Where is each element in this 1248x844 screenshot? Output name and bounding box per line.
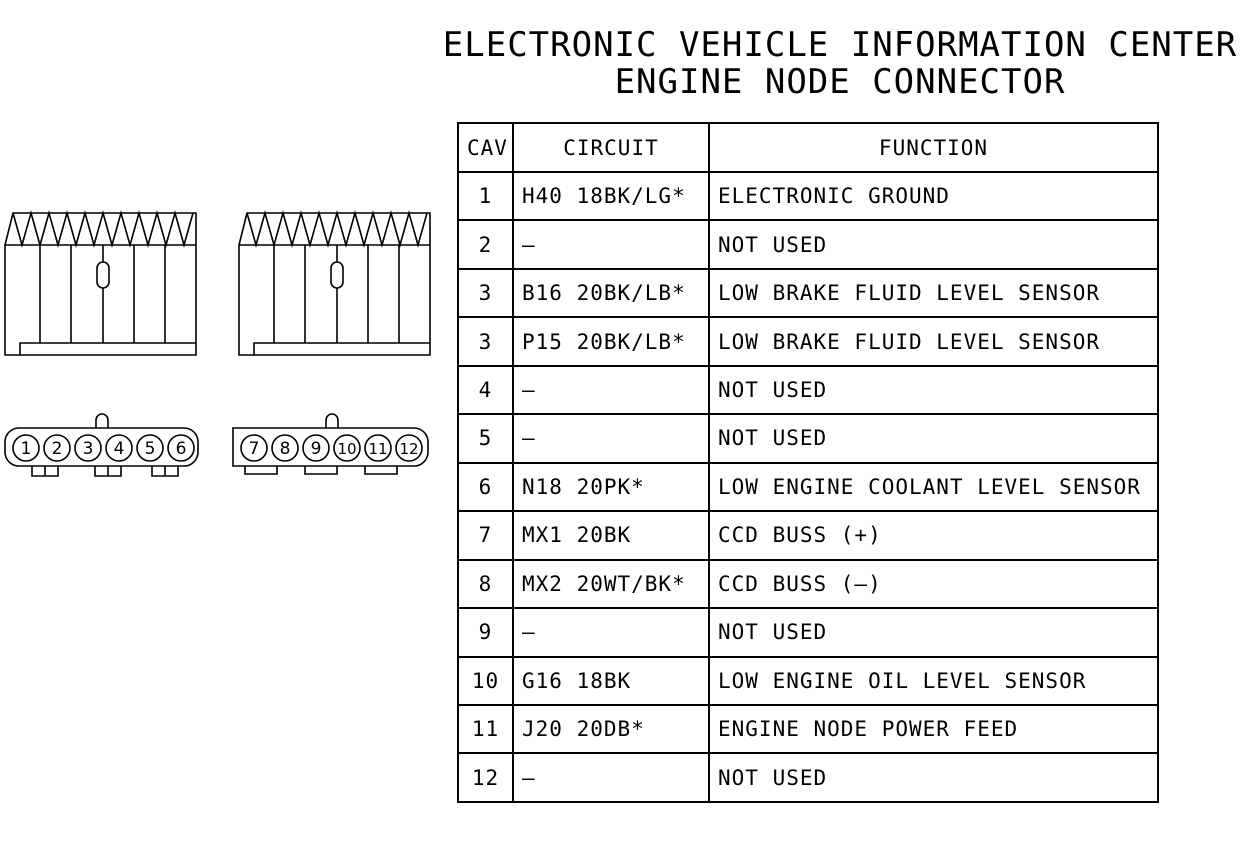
right-connector-side-view: [238, 210, 431, 356]
table-row: 3 P15 20BK/LB* LOW BRAKE FLUID LEVEL SEN…: [457, 316, 1159, 367]
cavity-number: 3: [457, 316, 514, 367]
pinout-table: CAV CIRCUIT FUNCTION 1 H40 18BK/LG* ELEC…: [457, 122, 1159, 803]
table-row: 11 J20 20DB* ENGINE NODE POWER FEED: [457, 703, 1159, 755]
cavity-number: 4: [457, 364, 514, 416]
table-row: 7 MX1 20BK CCD BUSS (+): [457, 510, 1159, 561]
cavity-number: 7: [457, 510, 514, 561]
circuit-code: —: [512, 752, 710, 803]
table-row: 9 — NOT USED: [457, 607, 1159, 658]
circuit-function: NOT USED: [708, 752, 1159, 803]
pin-label: 1: [21, 439, 32, 459]
pin-label: 3: [83, 439, 94, 459]
connector-drawing: 1 2 3 4 5 6 7 8 9 10 11 12: [4, 210, 431, 477]
circuit-function: NOT USED: [708, 413, 1159, 464]
circuit-function: LOW BRAKE FLUID LEVEL SENSOR: [708, 316, 1159, 367]
circuit-code: MX2 20WT/BK*: [512, 558, 710, 610]
circuit-function: LOW BRAKE FLUID LEVEL SENSOR: [708, 267, 1159, 319]
pin-label: 10: [337, 440, 356, 458]
circuit-code: J20 20DB*: [512, 703, 710, 755]
table-row: 4 — NOT USED: [457, 364, 1159, 416]
header-circuit: CIRCUIT: [512, 122, 710, 173]
circuit-code: G16 18BK: [512, 655, 710, 706]
header-function: FUNCTION: [708, 122, 1159, 173]
left-connector-face-view: [4, 413, 199, 477]
circuit-function: ENGINE NODE POWER FEED: [708, 703, 1159, 755]
table-row: 8 MX2 20WT/BK* CCD BUSS (—): [457, 558, 1159, 610]
header-cav: CAV: [457, 122, 514, 173]
cavity-number: 5: [457, 413, 514, 464]
cavity-number: 11: [457, 703, 514, 755]
circuit-function: CCD BUSS (—): [708, 558, 1159, 610]
pin-label: 11: [368, 440, 387, 458]
cavity-number: 1: [457, 170, 514, 222]
table-row: 12 — NOT USED: [457, 752, 1159, 803]
pin-label: 5: [145, 439, 156, 459]
table-row: 2 — NOT USED: [457, 219, 1159, 270]
pin-label: 12: [399, 440, 418, 458]
circuit-code: N18 20PK*: [512, 461, 710, 513]
circuit-function: NOT USED: [708, 219, 1159, 270]
cavity-number: 9: [457, 607, 514, 658]
circuit-function: LOW ENGINE OIL LEVEL SENSOR: [708, 655, 1159, 706]
circuit-function: NOT USED: [708, 607, 1159, 658]
pin-label: 7: [249, 439, 260, 459]
pin-label: 6: [176, 439, 187, 459]
cavity-number: 12: [457, 752, 514, 803]
table-row: 5 — NOT USED: [457, 413, 1159, 464]
right-connector-face-view: [232, 413, 429, 475]
circuit-code: B16 20BK/LB*: [512, 267, 710, 319]
table-row: 10 G16 18BK LOW ENGINE OIL LEVEL SENSOR: [457, 655, 1159, 706]
diagram-title-line-2: ENGINE NODE CONNECTOR: [614, 62, 1066, 102]
cavity-number: 6: [457, 461, 514, 513]
circuit-code: H40 18BK/LG*: [512, 170, 710, 222]
table-header-row: CAV CIRCUIT FUNCTION: [457, 122, 1159, 173]
circuit-code: —: [512, 364, 710, 416]
pin-label: 9: [311, 439, 322, 459]
circuit-function: CCD BUSS (+): [708, 510, 1159, 561]
table-row: 6 N18 20PK* LOW ENGINE COOLANT LEVEL SEN…: [457, 461, 1159, 513]
cavity-number: 2: [457, 219, 514, 270]
pin-label: 4: [114, 439, 125, 459]
circuit-code: —: [512, 607, 710, 658]
cavity-number: 10: [457, 655, 514, 706]
pin-label: 2: [52, 439, 63, 459]
table-row: 1 H40 18BK/LG* ELECTRONIC GROUND: [457, 170, 1159, 222]
circuit-function: LOW ENGINE COOLANT LEVEL SENSOR: [708, 461, 1159, 513]
circuit-function: ELECTRONIC GROUND: [708, 170, 1159, 222]
pin-label: 8: [280, 439, 291, 459]
cavity-number: 3: [457, 267, 514, 319]
circuit-code: P15 20BK/LB*: [512, 316, 710, 367]
diagram-title-line-1: ELECTRONIC VEHICLE INFORMATION CENTER: [442, 25, 1238, 65]
circuit-function: NOT USED: [708, 364, 1159, 416]
cavity-number: 8: [457, 558, 514, 610]
table-row: 3 B16 20BK/LB* LOW BRAKE FLUID LEVEL SEN…: [457, 267, 1159, 319]
circuit-code: —: [512, 219, 710, 270]
left-connector-side-view: [4, 210, 197, 356]
circuit-code: MX1 20BK: [512, 510, 710, 561]
circuit-code: —: [512, 413, 710, 464]
